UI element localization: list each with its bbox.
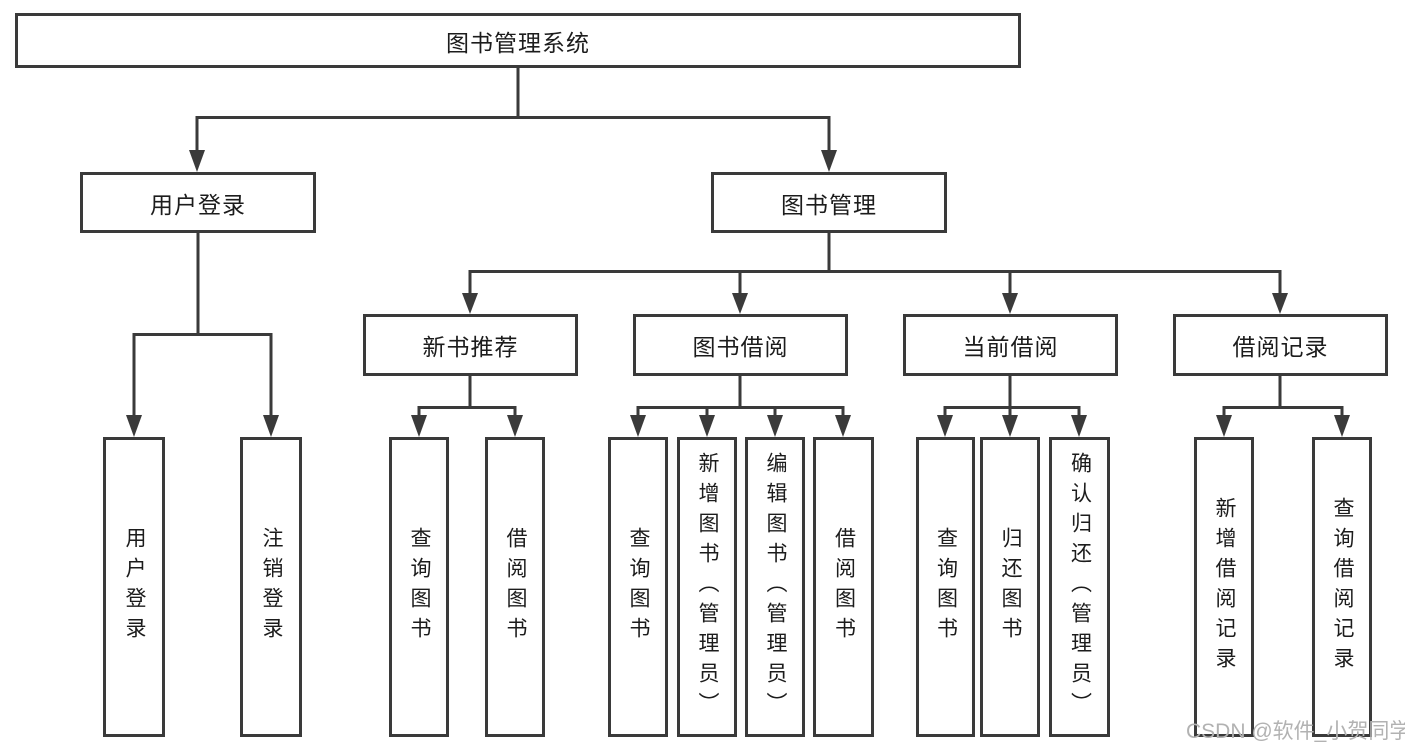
connector-book-mgmt bbox=[462, 233, 1288, 314]
node-root-label: 图书管理系统 bbox=[446, 29, 590, 56]
node-new-book-recommend: 新书推荐 bbox=[363, 314, 578, 376]
node-user-login-label: 用户登录 bbox=[150, 191, 246, 218]
connector-book-borrow bbox=[630, 376, 851, 437]
node-root: 图书管理系统 bbox=[15, 13, 1021, 68]
leaf-add-books-admin-label: 新增图书（管理员） bbox=[696, 452, 719, 722]
node-new-book-recommend-label: 新书推荐 bbox=[422, 334, 519, 360]
node-book-borrowing: 图书借阅 bbox=[633, 314, 848, 376]
leaf-user-login: 用户登录 bbox=[103, 437, 165, 737]
leaf-logout: 注销登录 bbox=[240, 437, 302, 737]
leaf-query-books-current-label: 查询图书 bbox=[934, 527, 958, 647]
connector-borrow-records bbox=[1216, 376, 1350, 437]
leaf-borrow-books: 借阅图书 bbox=[813, 437, 874, 737]
leaf-query-borrow-record-label: 查询借阅记录 bbox=[1331, 497, 1354, 677]
node-book-management: 图书管理 bbox=[711, 172, 947, 233]
leaf-query-books-borrow-label: 查询图书 bbox=[627, 527, 650, 647]
leaf-query-books-recommend-label: 查询图书 bbox=[408, 527, 431, 647]
node-book-borrowing-label: 图书借阅 bbox=[692, 334, 789, 360]
leaf-query-books-current: 查询图书 bbox=[916, 437, 975, 737]
connector-current-borrow bbox=[937, 376, 1087, 437]
leaf-edit-books-admin: 编辑图书（管理员） bbox=[745, 437, 805, 737]
connector-new-books bbox=[411, 376, 523, 437]
node-current-borrowing: 当前借阅 bbox=[903, 314, 1118, 376]
leaf-borrow-books-recommend-label: 借阅图书 bbox=[504, 527, 527, 647]
leaf-add-borrow-record-label: 新增借阅记录 bbox=[1213, 497, 1236, 677]
leaf-confirm-return-admin: 确认归还（管理员） bbox=[1049, 437, 1110, 737]
leaf-return-books-label: 归还图书 bbox=[999, 527, 1022, 647]
node-borrowing-records-label: 借阅记录 bbox=[1232, 334, 1329, 360]
leaf-add-borrow-record: 新增借阅记录 bbox=[1194, 437, 1254, 737]
csdn-watermark: CSDN @软件_小贺同学 bbox=[1186, 720, 1405, 743]
leaf-return-books: 归还图书 bbox=[980, 437, 1040, 737]
leaf-edit-books-admin-label: 编辑图书（管理员） bbox=[764, 452, 787, 722]
leaf-borrow-books-recommend: 借阅图书 bbox=[485, 437, 545, 737]
connector-root bbox=[189, 68, 837, 172]
connector-user-login bbox=[126, 233, 279, 437]
leaf-query-books-recommend: 查询图书 bbox=[389, 437, 449, 737]
leaf-borrow-books-label: 借阅图书 bbox=[832, 527, 856, 647]
node-borrowing-records: 借阅记录 bbox=[1173, 314, 1388, 376]
leaf-query-books-borrow: 查询图书 bbox=[608, 437, 668, 737]
leaf-confirm-return-admin-label: 确认归还（管理员） bbox=[1068, 452, 1092, 722]
node-user-login: 用户登录 bbox=[80, 172, 316, 233]
leaf-query-borrow-record: 查询借阅记录 bbox=[1312, 437, 1372, 737]
node-book-management-label: 图书管理 bbox=[781, 191, 877, 218]
leaf-logout-label: 注销登录 bbox=[260, 527, 283, 647]
leaf-add-books-admin: 新增图书（管理员） bbox=[677, 437, 737, 737]
node-current-borrowing-label: 当前借阅 bbox=[962, 334, 1059, 360]
leaf-user-login-label: 用户登录 bbox=[123, 527, 146, 647]
